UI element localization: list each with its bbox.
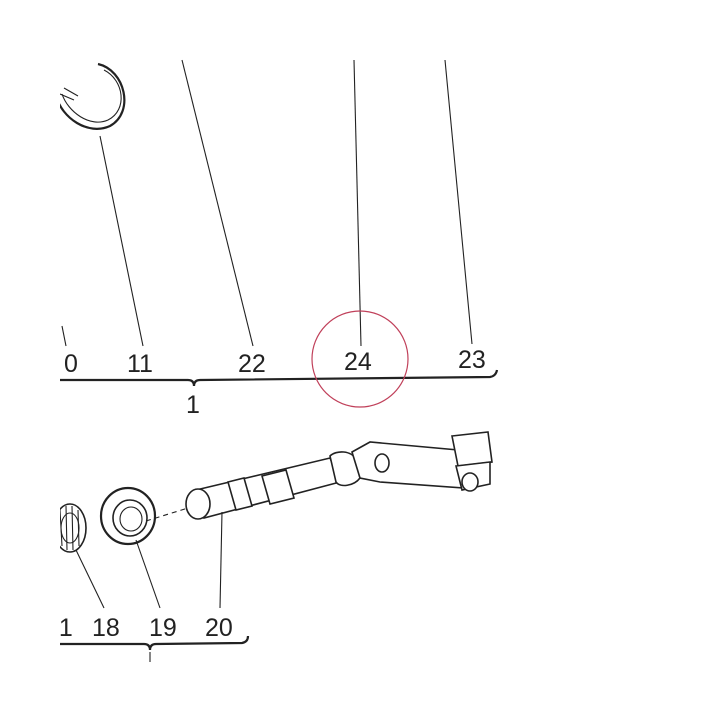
- callout-11: 11: [127, 350, 153, 378]
- snap-ring-icon: [60, 62, 126, 130]
- callout-18: 18: [92, 614, 120, 642]
- leader-line-20: [219, 511, 223, 609]
- callout-20: 20: [205, 614, 233, 642]
- callout-1: 1: [186, 391, 200, 419]
- leader-line-19: [135, 539, 161, 609]
- leader-line-0: [61, 325, 67, 347]
- leader-line-23: [444, 59, 473, 345]
- oil-seal-icon: [99, 486, 157, 546]
- leader-line-11: [99, 135, 144, 347]
- circle-highlight-icon: [311, 310, 409, 408]
- callout-22: 22: [238, 350, 266, 378]
- callout-24: 24: [344, 348, 372, 376]
- assembly-axis: [145, 507, 189, 522]
- leader-line-24: [353, 59, 362, 347]
- shift-shaft-icon: [185, 431, 493, 520]
- callout-0: 0: [64, 350, 78, 378]
- callout-21: 21: [45, 614, 73, 642]
- leader-line-18: [75, 549, 105, 609]
- needle-bearing-icon: [60, 503, 87, 553]
- assembly-bracket-lower: [60, 635, 250, 651]
- callout-23: 23: [458, 346, 486, 374]
- assembly-bracket-upper: [60, 369, 499, 387]
- callout-19: 19: [149, 614, 177, 642]
- leader-line-22: [181, 59, 254, 347]
